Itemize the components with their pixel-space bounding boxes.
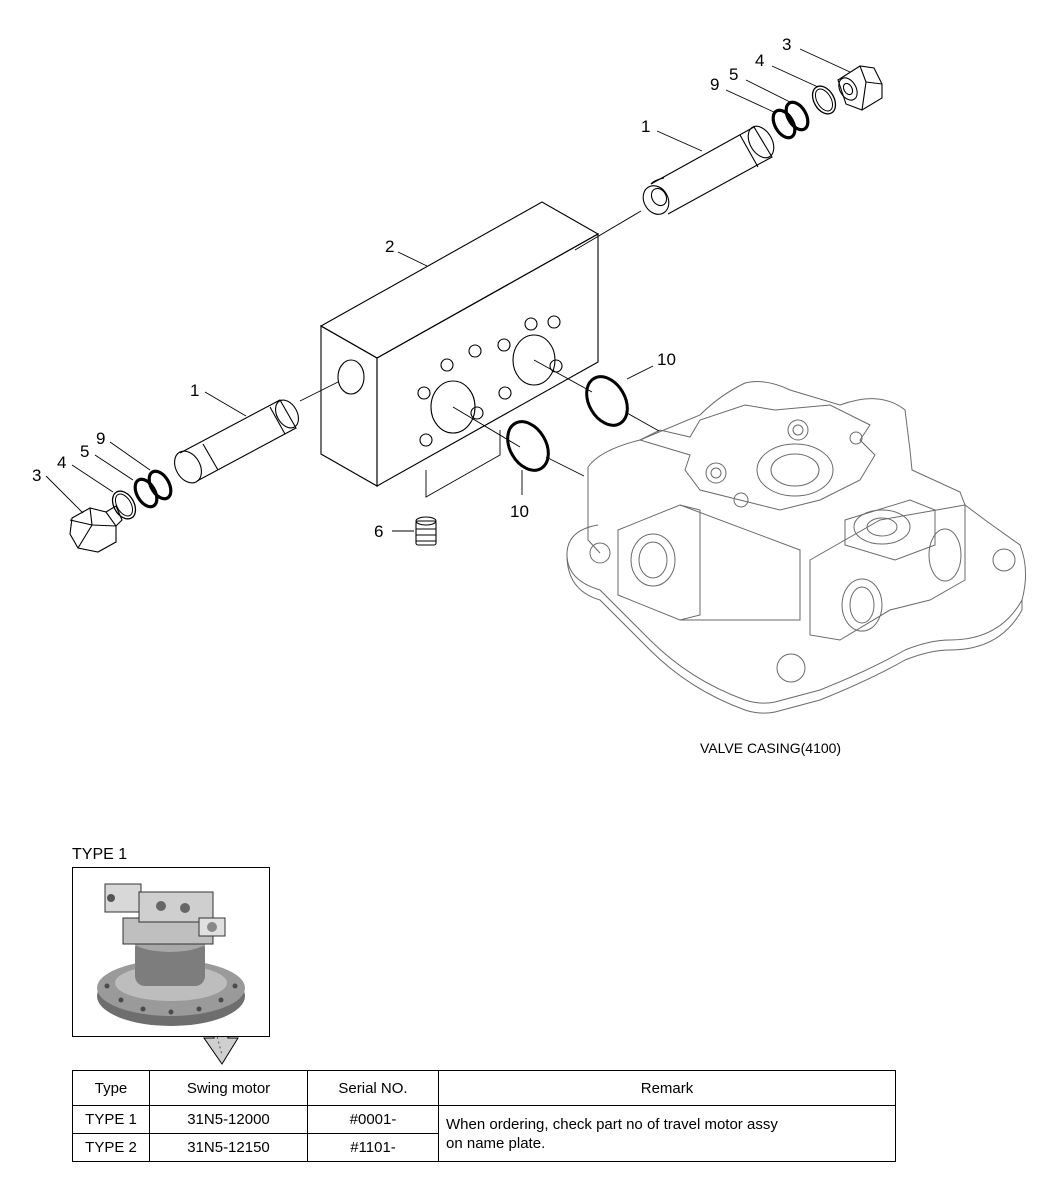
cell-remark: When ordering, check part no of travel m… bbox=[438, 1105, 896, 1162]
lower-seal-rings bbox=[111, 469, 173, 520]
callout-10-upper: 10 bbox=[657, 350, 676, 369]
table-header-row: Type Swing motor Serial NO. Remark bbox=[72, 1070, 896, 1106]
callout-6: 6 bbox=[374, 522, 383, 541]
lower-plug bbox=[69, 505, 123, 553]
remark-line-2: on name plate. bbox=[446, 1134, 546, 1152]
swing-motor-image bbox=[97, 883, 245, 1026]
set-screw bbox=[415, 516, 437, 546]
upper-seal-rings bbox=[771, 85, 837, 140]
remark-line-1: When ordering, check part no of travel m… bbox=[446, 1115, 778, 1133]
cell-type: TYPE 1 bbox=[72, 1105, 150, 1134]
upper-plug bbox=[837, 65, 883, 111]
block-o-rings bbox=[506, 375, 629, 472]
header-serial-no: Serial NO. bbox=[307, 1070, 439, 1106]
cell-serial: #0001- bbox=[307, 1105, 439, 1134]
table-row: TYPE 1 31N5-12000 #0001- When ordering, … bbox=[72, 1105, 896, 1162]
leader-lines bbox=[45, 48, 851, 532]
callout-1-upper: 1 bbox=[641, 117, 650, 136]
cell-swing-motor: 31N5-12000 bbox=[149, 1105, 308, 1134]
callout-numbers: 3 4 5 9 1 2 10 10 1 9 5 4 3 6 bbox=[32, 35, 791, 541]
callout-5-upper: 5 bbox=[729, 65, 738, 84]
table-row: TYPE 2 31N5-12150 #1101- bbox=[72, 1133, 896, 1162]
cell-swing-motor: 31N5-12150 bbox=[149, 1133, 308, 1162]
assembly-lines bbox=[299, 210, 660, 498]
callout-9-upper: 9 bbox=[710, 75, 719, 94]
callout-1-lower: 1 bbox=[190, 381, 199, 400]
valve-casing bbox=[566, 381, 1026, 714]
callout-3-lower: 3 bbox=[32, 466, 41, 485]
callout-4-upper: 4 bbox=[755, 51, 764, 70]
callout-3-upper: 3 bbox=[782, 35, 791, 54]
parts-table: Type Swing motor Serial NO. Remark TYPE … bbox=[72, 1070, 896, 1162]
cell-serial: #1101- bbox=[307, 1133, 439, 1162]
header-type: Type bbox=[72, 1070, 150, 1106]
cell-type: TYPE 2 bbox=[72, 1133, 150, 1162]
type-1-label: TYPE 1 bbox=[72, 846, 128, 863]
callout-10-lower: 10 bbox=[510, 502, 529, 521]
swing-motor-photo bbox=[72, 867, 270, 1037]
valve-block bbox=[319, 201, 600, 487]
upper-pin bbox=[642, 125, 775, 215]
lower-pin bbox=[174, 399, 300, 484]
header-swing-motor: Swing motor bbox=[149, 1070, 308, 1106]
valve-casing-label: VALVE CASING(4100) bbox=[700, 740, 842, 756]
callout-9-lower: 9 bbox=[96, 429, 105, 448]
header-remark: Remark bbox=[438, 1070, 896, 1106]
callout-4-lower: 4 bbox=[57, 453, 66, 472]
callout-2: 2 bbox=[385, 237, 394, 256]
callout-5-lower: 5 bbox=[80, 442, 89, 461]
